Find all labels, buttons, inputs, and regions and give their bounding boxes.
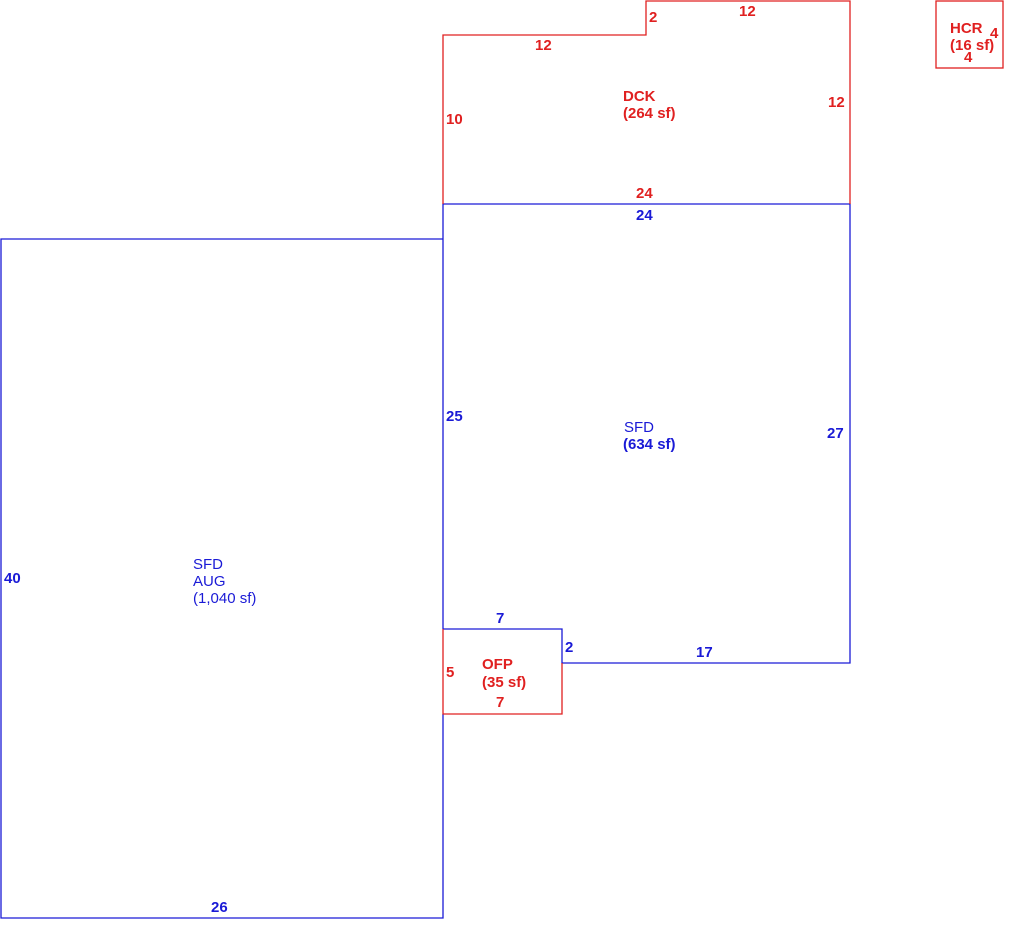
hcr-code: HCR (950, 20, 983, 37)
sfd-aug-size: (1,040 sf) (193, 590, 256, 607)
open-porch-dim-bottom: 7 (496, 694, 504, 711)
sfd-aug-code: SFD (193, 556, 223, 573)
deck-outline (442, 0, 851, 204)
open-porch-code: OFP (482, 656, 513, 673)
deck-code: DCK (623, 88, 656, 105)
sfd-aug-dim-bottom: 26 (211, 899, 228, 916)
sfd-main-dim-ofp-side: 2 (565, 639, 573, 656)
deck-dim-left: 10 (446, 111, 463, 128)
open-porch-outline (442, 629, 563, 715)
sfd-main-dim-ofp-top: 7 (496, 610, 504, 627)
sfd-main-dim-top: 24 (636, 207, 653, 224)
hcr-size: (16 sf) (950, 37, 994, 54)
open-porch-area[interactable] (442, 629, 563, 715)
hcr-dim-right: 4 (990, 25, 999, 42)
deck-area[interactable] (442, 0, 851, 204)
sfd-main-code: SFD (624, 419, 654, 436)
sfd-aug-sub: AUG (193, 573, 226, 590)
deck-size: (264 sf) (623, 105, 676, 122)
deck-dim-step: 2 (649, 9, 657, 26)
hcr-area[interactable] (935, 0, 1004, 69)
sfd-aug-outline (0, 238, 444, 919)
hcr-outline (935, 0, 1004, 69)
sfd-aug-dim-left: 40 (4, 570, 21, 587)
deck-dim-top-right: 12 (739, 3, 756, 20)
deck-dim-bottom: 24 (636, 185, 653, 202)
open-porch-size: (35 sf) (482, 674, 526, 691)
open-porch-dim-left: 5 (446, 664, 454, 681)
deck-dim-right: 12 (828, 94, 845, 111)
deck-dim-top-left: 12 (535, 37, 552, 54)
sfd-aug-area[interactable] (0, 238, 444, 919)
sfd-main-dim-right: 27 (827, 425, 844, 442)
sfd-main-dim-bottom: 17 (696, 644, 713, 661)
sfd-main-dim-left: 25 (446, 408, 463, 425)
sfd-main-size: (634 sf) (623, 436, 676, 453)
hcr-dim-bottom: 4 (964, 49, 973, 66)
